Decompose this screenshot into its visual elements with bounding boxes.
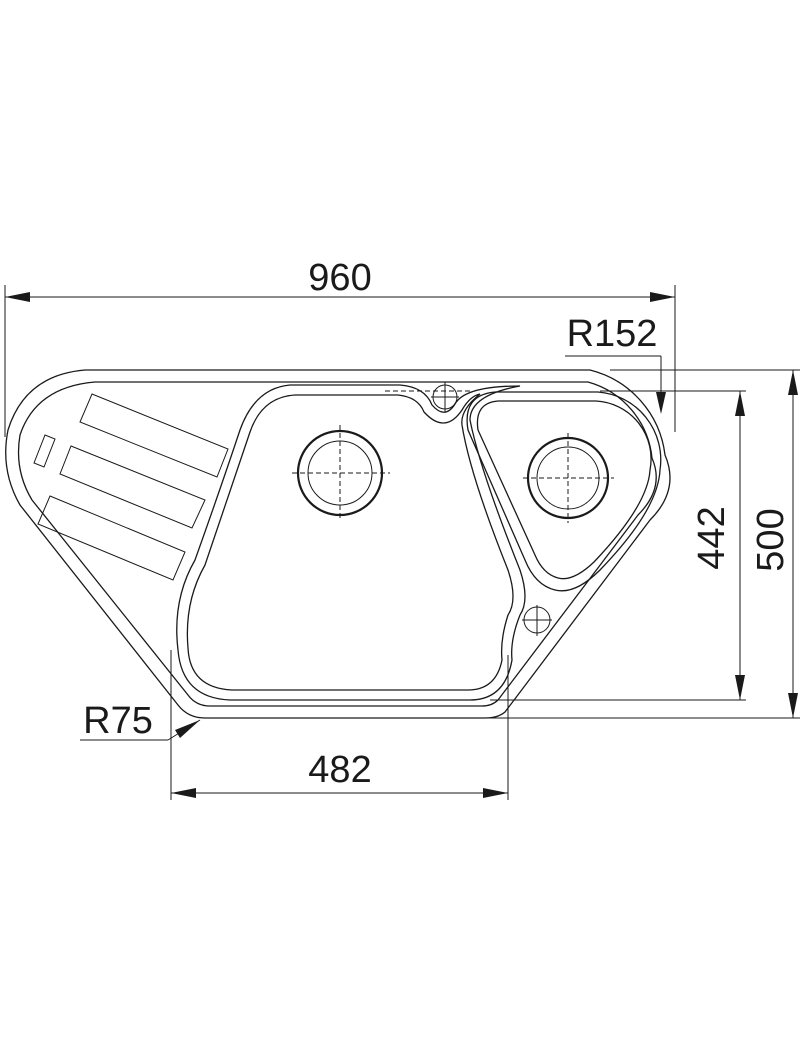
main-bowl-outline	[176, 384, 526, 701]
drainer-groove	[37, 495, 186, 581]
dimension-label-482: 482	[308, 749, 371, 791]
right-bowl-drain	[523, 433, 614, 523]
right-bowl-outline	[466, 391, 662, 592]
dimension-width-960	[4, 285, 676, 437]
dimension-depth-500	[485, 369, 800, 719]
sink-outer-outline	[5, 369, 671, 719]
dimension-label-r75: R75	[83, 700, 153, 742]
dimension-label-960: 960	[308, 257, 371, 299]
drainer-groove	[59, 445, 206, 529]
drainer-groove	[79, 393, 229, 478]
dimension-label-r152: R152	[567, 313, 658, 355]
main-bowl-drain	[292, 425, 390, 521]
tap-hole-right	[522, 605, 552, 636]
dimension-label-442: 442	[691, 506, 733, 569]
main-bowl-inner	[186, 393, 514, 691]
right-bowl-inner	[476, 400, 652, 580]
dimension-label-500: 500	[750, 508, 792, 571]
overflow-slot	[33, 434, 56, 468]
dimension-radius-r75	[80, 719, 201, 741]
tap-hole-top	[385, 382, 470, 412]
dimension-depth-442	[490, 390, 746, 701]
dimension-width-482	[170, 650, 509, 800]
dimension-radius-r152	[565, 355, 666, 414]
drainer-grooves	[33, 393, 229, 581]
